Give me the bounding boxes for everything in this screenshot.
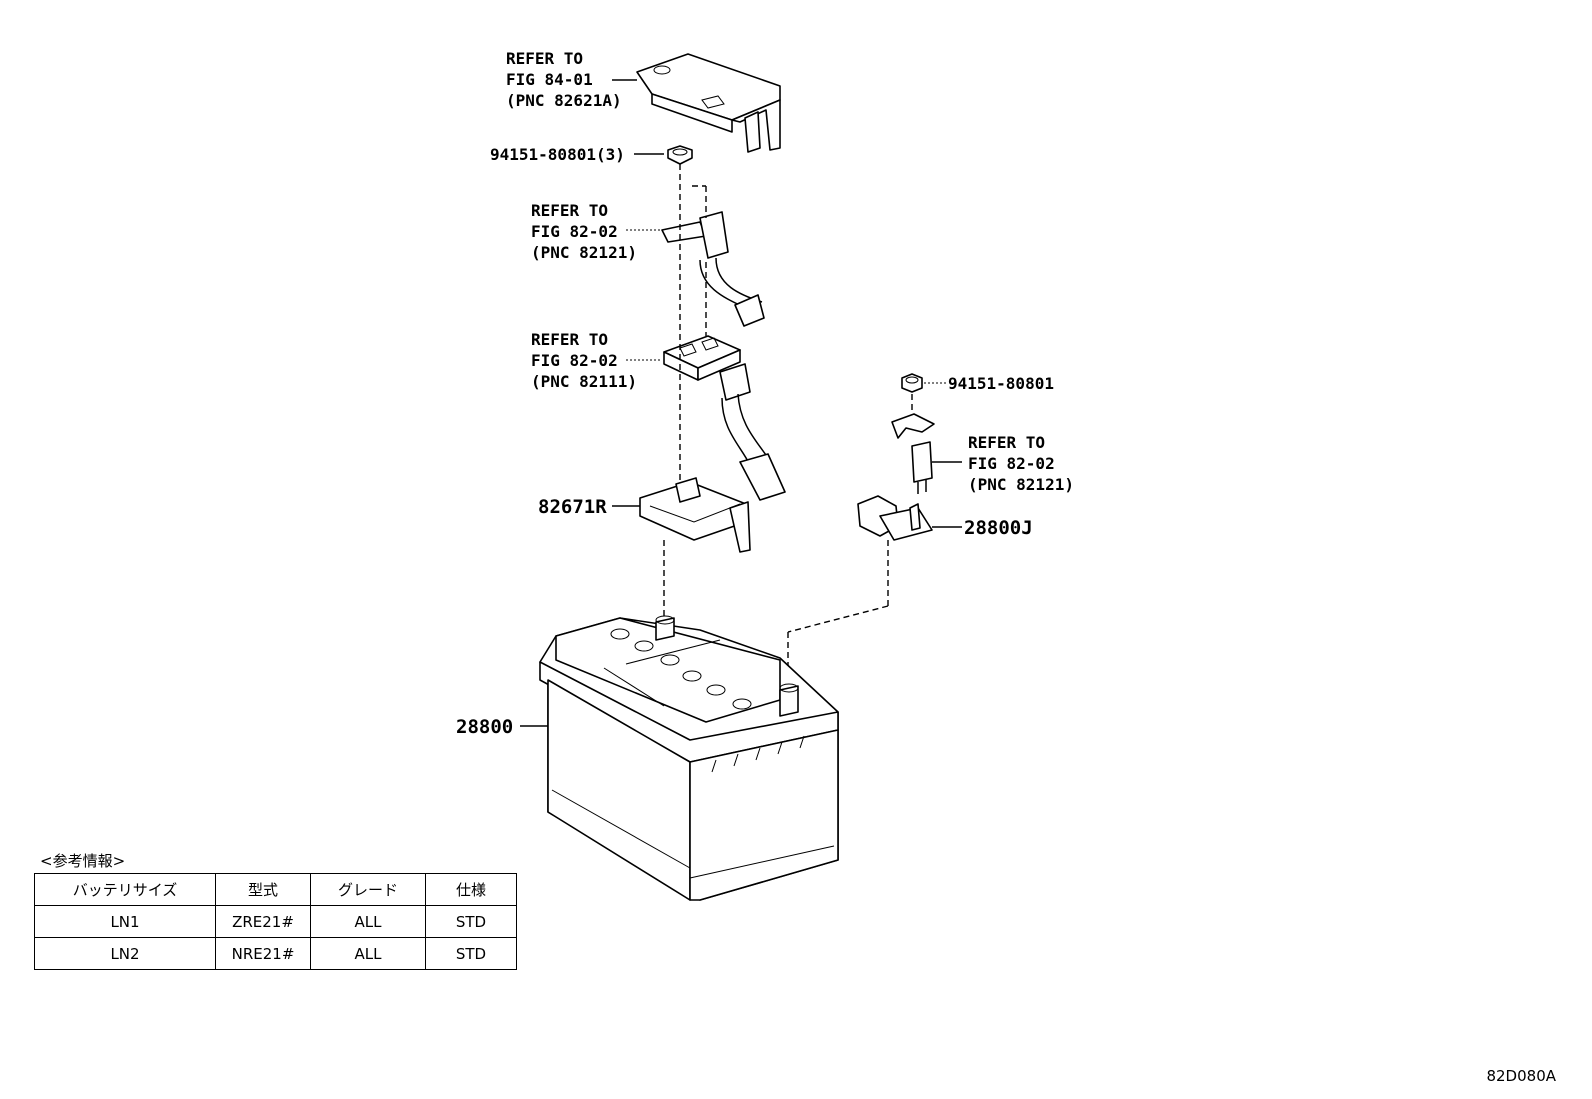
cell-grade: ALL — [310, 905, 426, 938]
label-refer-wire2-2: FIG 82-02 — [968, 454, 1055, 473]
assembly-lines — [663, 164, 913, 676]
cell-size: LN1 — [34, 905, 216, 938]
fuse-block-drawing — [663, 335, 786, 501]
battery-cover-drawing — [636, 53, 781, 153]
wire-82121-right-drawing — [891, 413, 935, 494]
label-refer-wire2-1: REFER TO — [968, 433, 1045, 452]
header-spec: 仕様 — [425, 873, 517, 906]
reference-table: バッテリサイズ 型式 グレード 仕様 LN1 ZRE21# ALL STD LN… — [34, 873, 517, 970]
label-battery: 28800 — [456, 716, 513, 738]
nut-right-drawing — [901, 373, 923, 393]
terminal-drawing — [857, 495, 933, 541]
label-refer-cover-2: FIG 84-01 — [506, 70, 593, 89]
wire-82121-drawing — [661, 211, 765, 327]
header-model: 型式 — [215, 873, 311, 906]
label-refer-fuse-3: (PNC 82111) — [531, 372, 637, 391]
cell-spec: STD — [425, 905, 517, 938]
reference-caption: <参考情報> — [40, 852, 126, 870]
label-refer-wire1-3: (PNC 82121) — [531, 243, 637, 262]
bracket-drawing — [639, 477, 751, 553]
battery-drawing — [539, 615, 839, 901]
cell-model: NRE21# — [215, 937, 311, 970]
label-nut-top: 94151-80801(3) — [490, 145, 625, 164]
header-battery-size: バッテリサイズ — [34, 873, 216, 906]
label-refer-cover-3: (PNC 82621A) — [506, 91, 622, 110]
label-refer-wire1-2: FIG 82-02 — [531, 222, 618, 241]
cell-size: LN2 — [34, 937, 216, 970]
cell-model: ZRE21# — [215, 905, 311, 938]
nut-top-drawing — [667, 145, 693, 165]
header-grade: グレード — [310, 873, 426, 906]
table-row: LN2 NRE21# ALL STD — [34, 937, 517, 970]
cell-grade: ALL — [310, 937, 426, 970]
label-refer-wire2-3: (PNC 82121) — [968, 475, 1074, 494]
label-nut-right: 94151-80801 — [948, 374, 1054, 393]
label-refer-fuse-1: REFER TO — [531, 330, 608, 349]
cell-spec: STD — [425, 937, 517, 970]
label-terminal: 28800J — [964, 517, 1033, 539]
label-refer-fuse-2: FIG 82-02 — [531, 351, 618, 370]
label-refer-cover-1: REFER TO — [506, 49, 583, 68]
diagram-code: 82D080A — [1486, 1067, 1556, 1085]
table-row: LN1 ZRE21# ALL STD — [34, 905, 517, 938]
table-header-row: バッテリサイズ 型式 グレード 仕様 — [34, 873, 517, 906]
label-bracket: 82671R — [538, 496, 607, 518]
label-refer-wire1-1: REFER TO — [531, 201, 608, 220]
